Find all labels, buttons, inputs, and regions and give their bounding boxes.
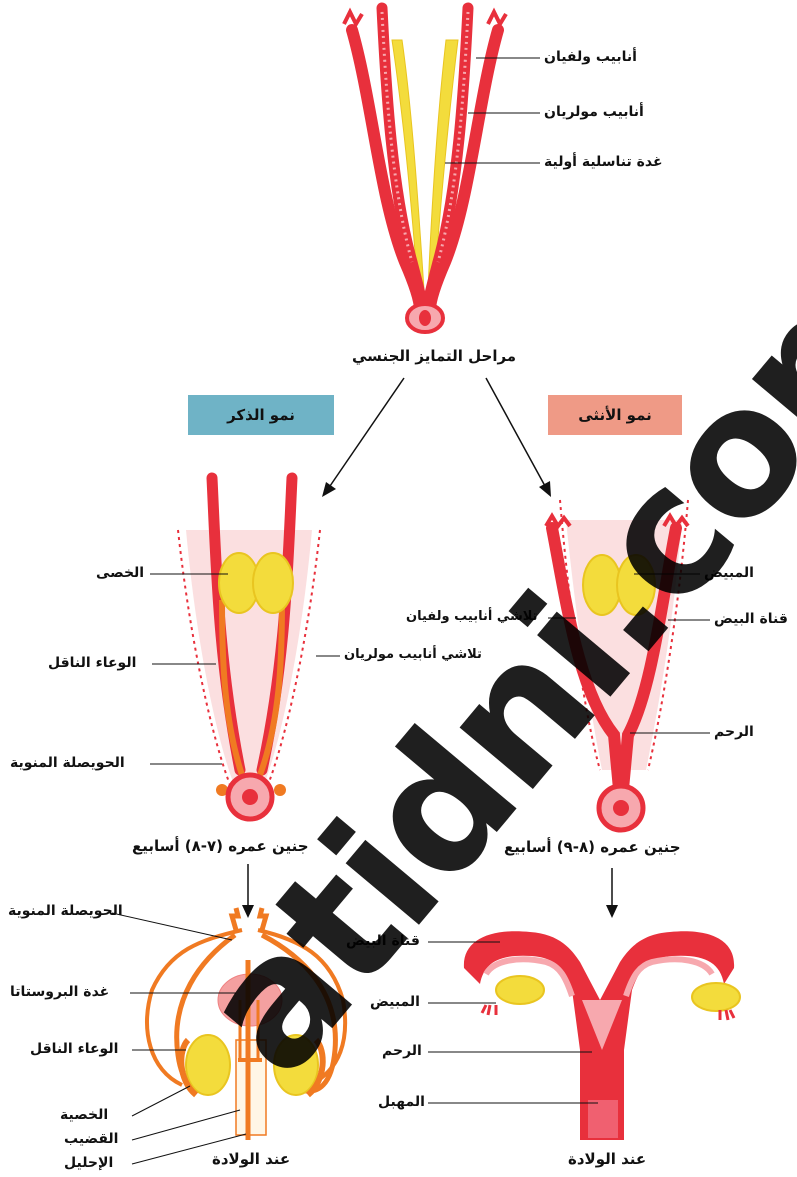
- label-female-oviduct: قناة البيض: [714, 610, 788, 628]
- caption-female-at-birth: عند الولادة: [568, 1150, 646, 1168]
- label-mullerian-regression: تلاشي أنابيب مولريان: [344, 646, 482, 664]
- label-female-uterus: الرحم: [714, 723, 754, 741]
- male-development-box: نمو الذكر: [188, 395, 334, 435]
- down-arrows: [242, 864, 618, 918]
- branch-arrows: [322, 378, 551, 497]
- label-birth-uterus: الرحم: [382, 1042, 422, 1060]
- female-development-box: نمو الأنثى: [548, 395, 682, 435]
- label-birth-vagina: المهبل: [378, 1093, 425, 1111]
- label-male-seminal-vesicle: الحويصلة المنوية: [10, 754, 125, 772]
- label-primordial-gonad: غدة تناسلية أولية: [544, 153, 663, 171]
- label-male-testes: الخصى: [96, 564, 144, 582]
- label-birth-ovary: المبيض: [370, 993, 420, 1011]
- female-birth-illustration: [428, 931, 740, 1140]
- label-female-embryo-age: جنين عمره (٨-٩) أسابيع: [504, 838, 681, 856]
- female-embryo-illustration: [546, 500, 710, 830]
- label-male-vas-deferens: الوعاء الناقل: [48, 654, 136, 672]
- label-birth-urethra: الإحليل: [64, 1154, 113, 1172]
- label-female-ovary: المبيض: [704, 564, 754, 582]
- sexual-differentiation-title: مراحل التمايز الجنسي: [352, 347, 516, 365]
- caption-male-at-birth: عند الولادة: [212, 1150, 290, 1168]
- label-male-embryo-age: جنين عمره (٧-٨) أسابيع: [132, 837, 309, 855]
- male-embryo-illustration: [150, 478, 340, 819]
- label-birth-oviduct: قناة البيض: [346, 932, 420, 950]
- label-mullerian-ducts: أنابيب مولريان: [544, 103, 644, 121]
- label-birth-vas-deferens: الوعاء الناقل: [30, 1040, 118, 1058]
- label-birth-prostate: غدة البروستاتا: [10, 983, 109, 1001]
- label-wolffian-regression: تلاشي أنابيب ولفيان: [406, 608, 538, 626]
- label-birth-testis: الخصية: [60, 1106, 108, 1124]
- label-wolffian-ducts: أنابيب ولفيان: [544, 48, 637, 66]
- label-birth-seminal-vesicle: الحويصلة المنوية: [8, 902, 123, 920]
- male-birth-illustration: [112, 908, 345, 1164]
- label-birth-penis: القضيب: [64, 1130, 118, 1148]
- indifferent-ducts-illustration: [344, 8, 540, 332]
